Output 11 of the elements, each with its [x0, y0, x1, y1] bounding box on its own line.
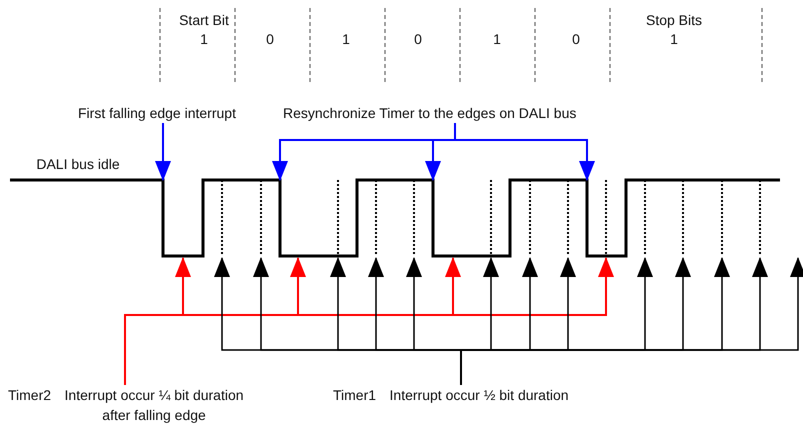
bit-label: 0: [265, 30, 275, 48]
bit-label: 1: [341, 30, 351, 48]
bit-label: 1: [492, 30, 502, 48]
bit-label: Start Bit: [178, 11, 230, 29]
bit-label: 0: [413, 30, 423, 48]
arrow: [155, 123, 171, 181]
bit-label: 0: [571, 30, 581, 48]
bit-label: 1: [669, 30, 679, 48]
bit-label: Stop Bits: [644, 11, 704, 29]
bit-label: DALI bus idle: [35, 155, 121, 173]
bit-label: 1: [199, 30, 209, 48]
